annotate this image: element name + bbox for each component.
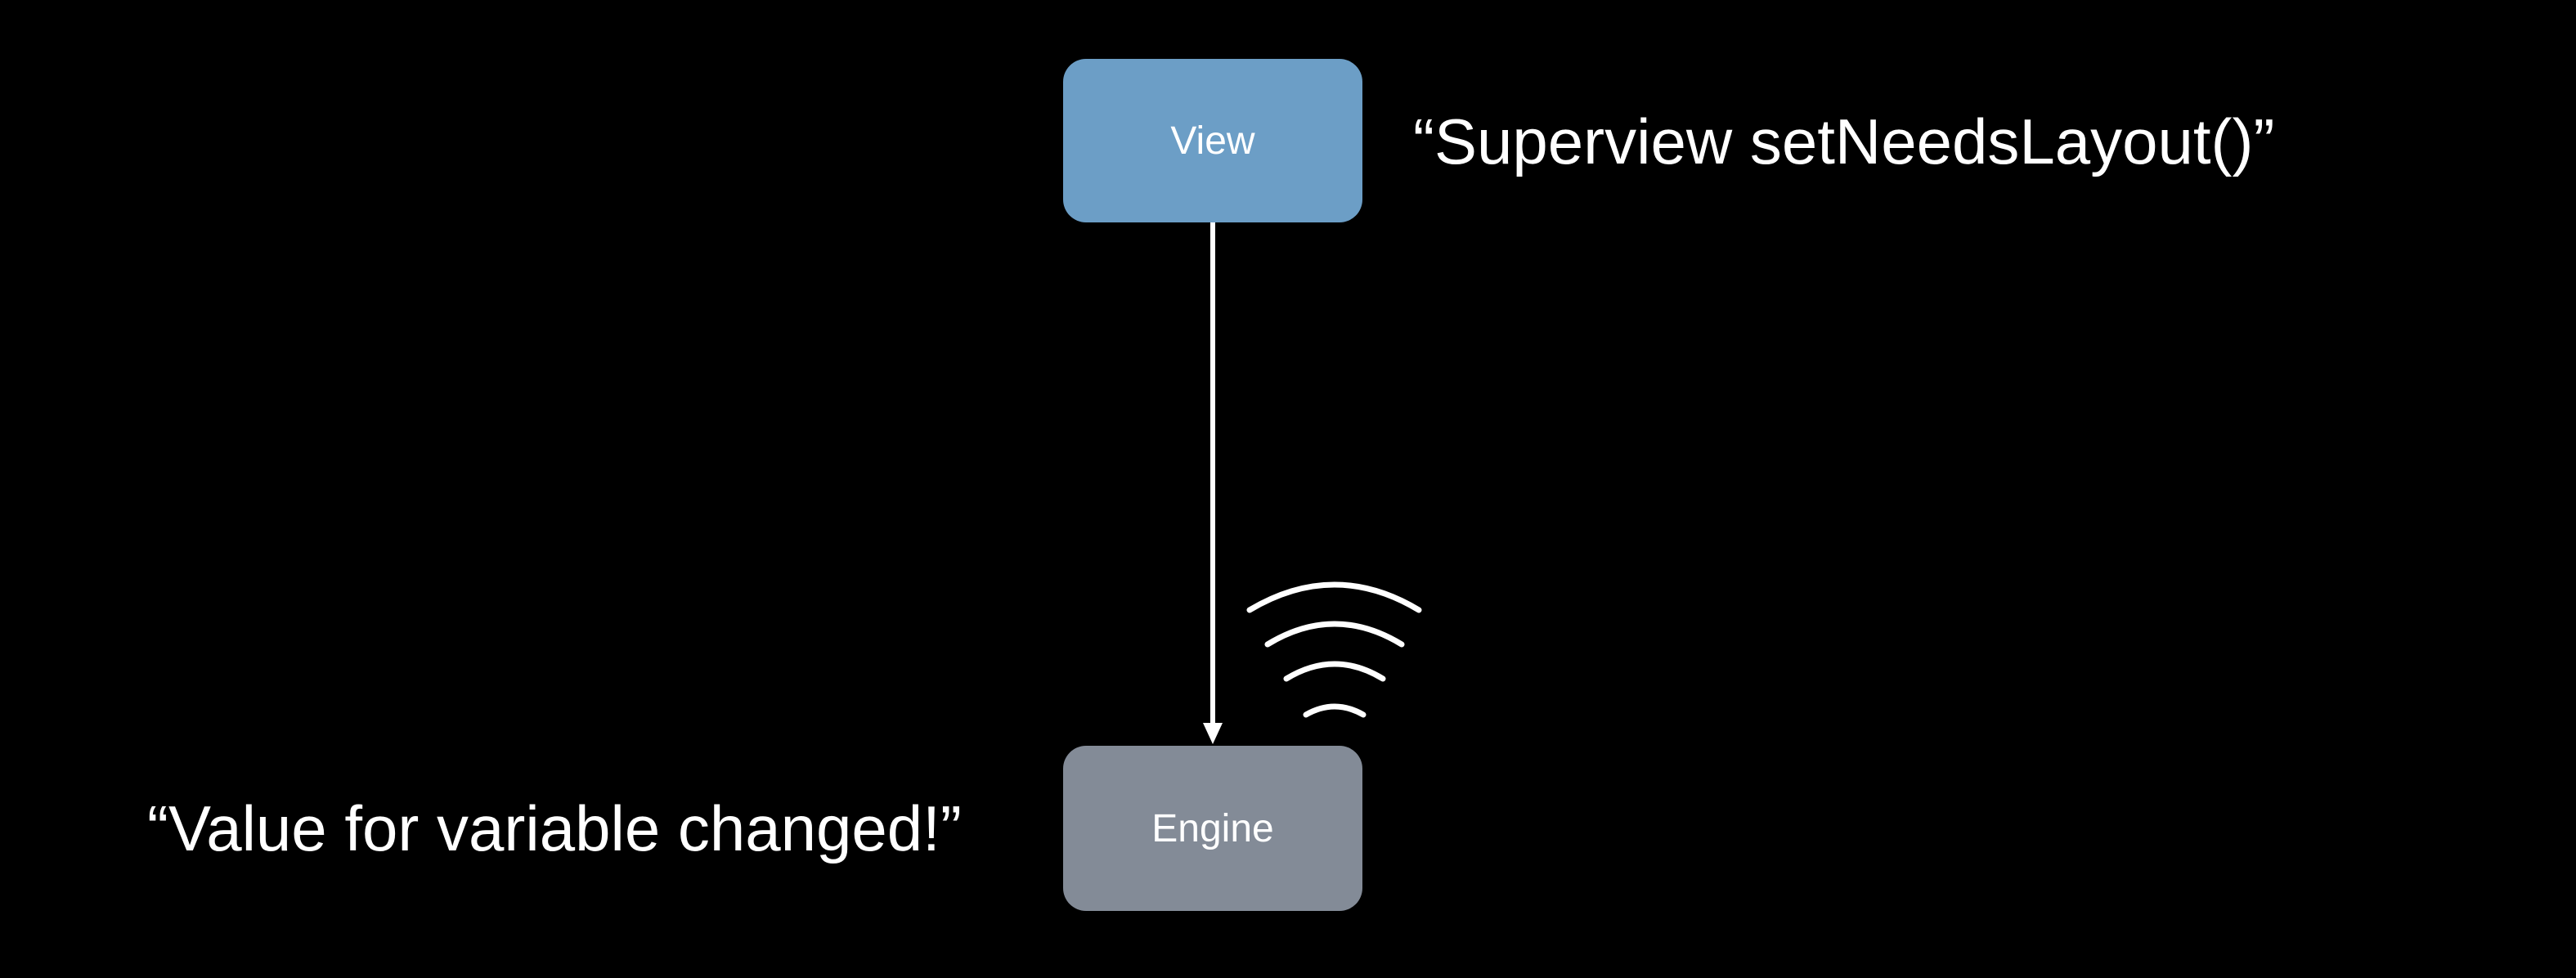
view-caption: “Superview setNeedsLayout()” [1413,105,2275,177]
broadcast-waves-icon [1246,581,1422,718]
engine-node: Engine [1063,746,1362,911]
arrow-head [1203,723,1223,744]
engine-caption: “Value for variable changed!” [147,792,962,864]
view-node-label: View [1170,119,1255,163]
view-to-engine-arrow [1203,222,1223,744]
view-node: View [1063,59,1362,222]
engine-node-label: Engine [1151,806,1274,850]
